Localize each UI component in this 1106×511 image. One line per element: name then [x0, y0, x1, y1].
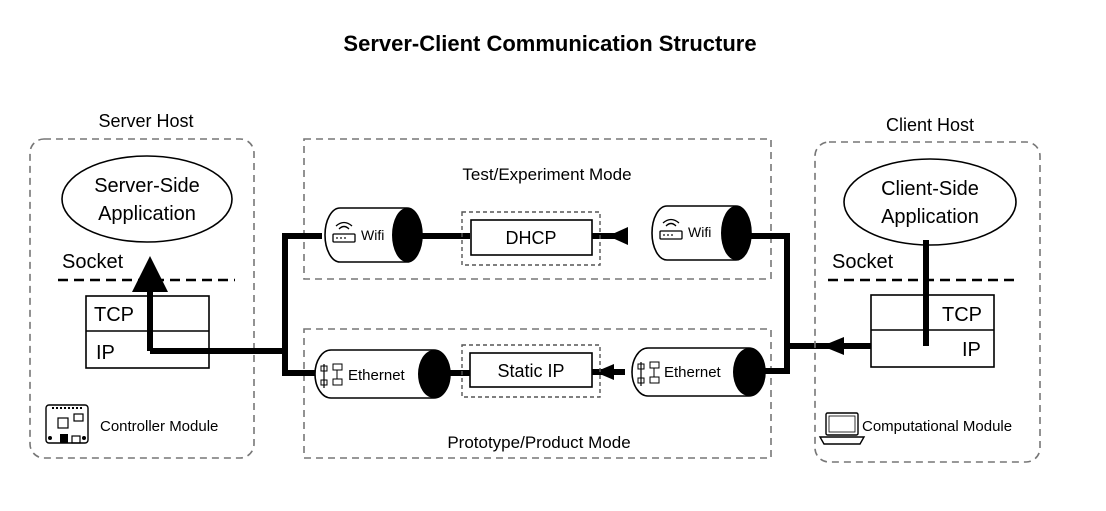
controller-module-label: Controller Module [100, 418, 218, 435]
test-mode-label: Test/Experiment Mode [462, 165, 631, 184]
client-application-ellipse [843, 158, 1017, 246]
ethernet-network-icon [320, 363, 343, 388]
static-ip-box [469, 352, 593, 388]
test-left-node-label: Wifi [361, 227, 384, 243]
laptop-icon [818, 412, 866, 445]
dhcp-container [461, 211, 601, 266]
server-application-line2: Application [98, 203, 196, 225]
product-right-ethernet-node: Ethernet [631, 347, 766, 397]
dhcp-label: DHCP [505, 228, 556, 248]
test-left-wifi-node: Wifi [324, 207, 423, 263]
client-application-line1: Client-Side [881, 178, 979, 200]
server-mode-bracket [282, 233, 322, 376]
server-socket-label: Socket [62, 251, 124, 273]
wifi-router-icon [332, 221, 356, 243]
product-mode-arrow [595, 364, 614, 380]
client-ip-label: IP [962, 339, 981, 361]
server-tcp-label: TCP [94, 304, 134, 326]
server-application-line1: Server-Side [94, 175, 200, 197]
static-ip-label: Static IP [497, 361, 564, 381]
wifi-router-icon [659, 218, 683, 240]
test-right-wifi-node: Wifi [651, 205, 752, 261]
client-protocol-stack [870, 294, 995, 368]
static-ip-container [461, 344, 601, 398]
server-host-label: Server Host [98, 111, 193, 131]
dhcp-box [470, 219, 593, 256]
diagram-title: Server-Client Communication Structure [343, 31, 756, 56]
product-right-node-label: Ethernet [664, 364, 722, 381]
controller-module-icon [45, 404, 89, 444]
product-left-node-label: Ethernet [348, 367, 406, 384]
client-host-boundary [814, 141, 1041, 463]
test-mode-boundary [303, 138, 772, 280]
ethernet-network-icon [637, 361, 660, 386]
product-mode-label: Prototype/Product Mode [447, 433, 630, 452]
client-application-line2: Application [881, 206, 979, 228]
test-mode-arrow [608, 227, 628, 245]
product-mode-boundary [303, 328, 772, 459]
server-application-ellipse [61, 155, 233, 243]
client-tcp-label: TCP [942, 304, 982, 326]
test-right-node-label: Wifi [688, 224, 711, 240]
product-left-ethernet-node: Ethernet [314, 349, 451, 399]
client-host-label: Client Host [886, 115, 974, 135]
server-ip-label: IP [96, 342, 115, 364]
computational-module-label: Computational Module [862, 418, 1012, 435]
client-socket-label: Socket [832, 251, 894, 273]
client-uplink-arrow [822, 337, 844, 355]
server-host-boundary [29, 138, 255, 459]
client-mode-bracket [745, 233, 790, 374]
